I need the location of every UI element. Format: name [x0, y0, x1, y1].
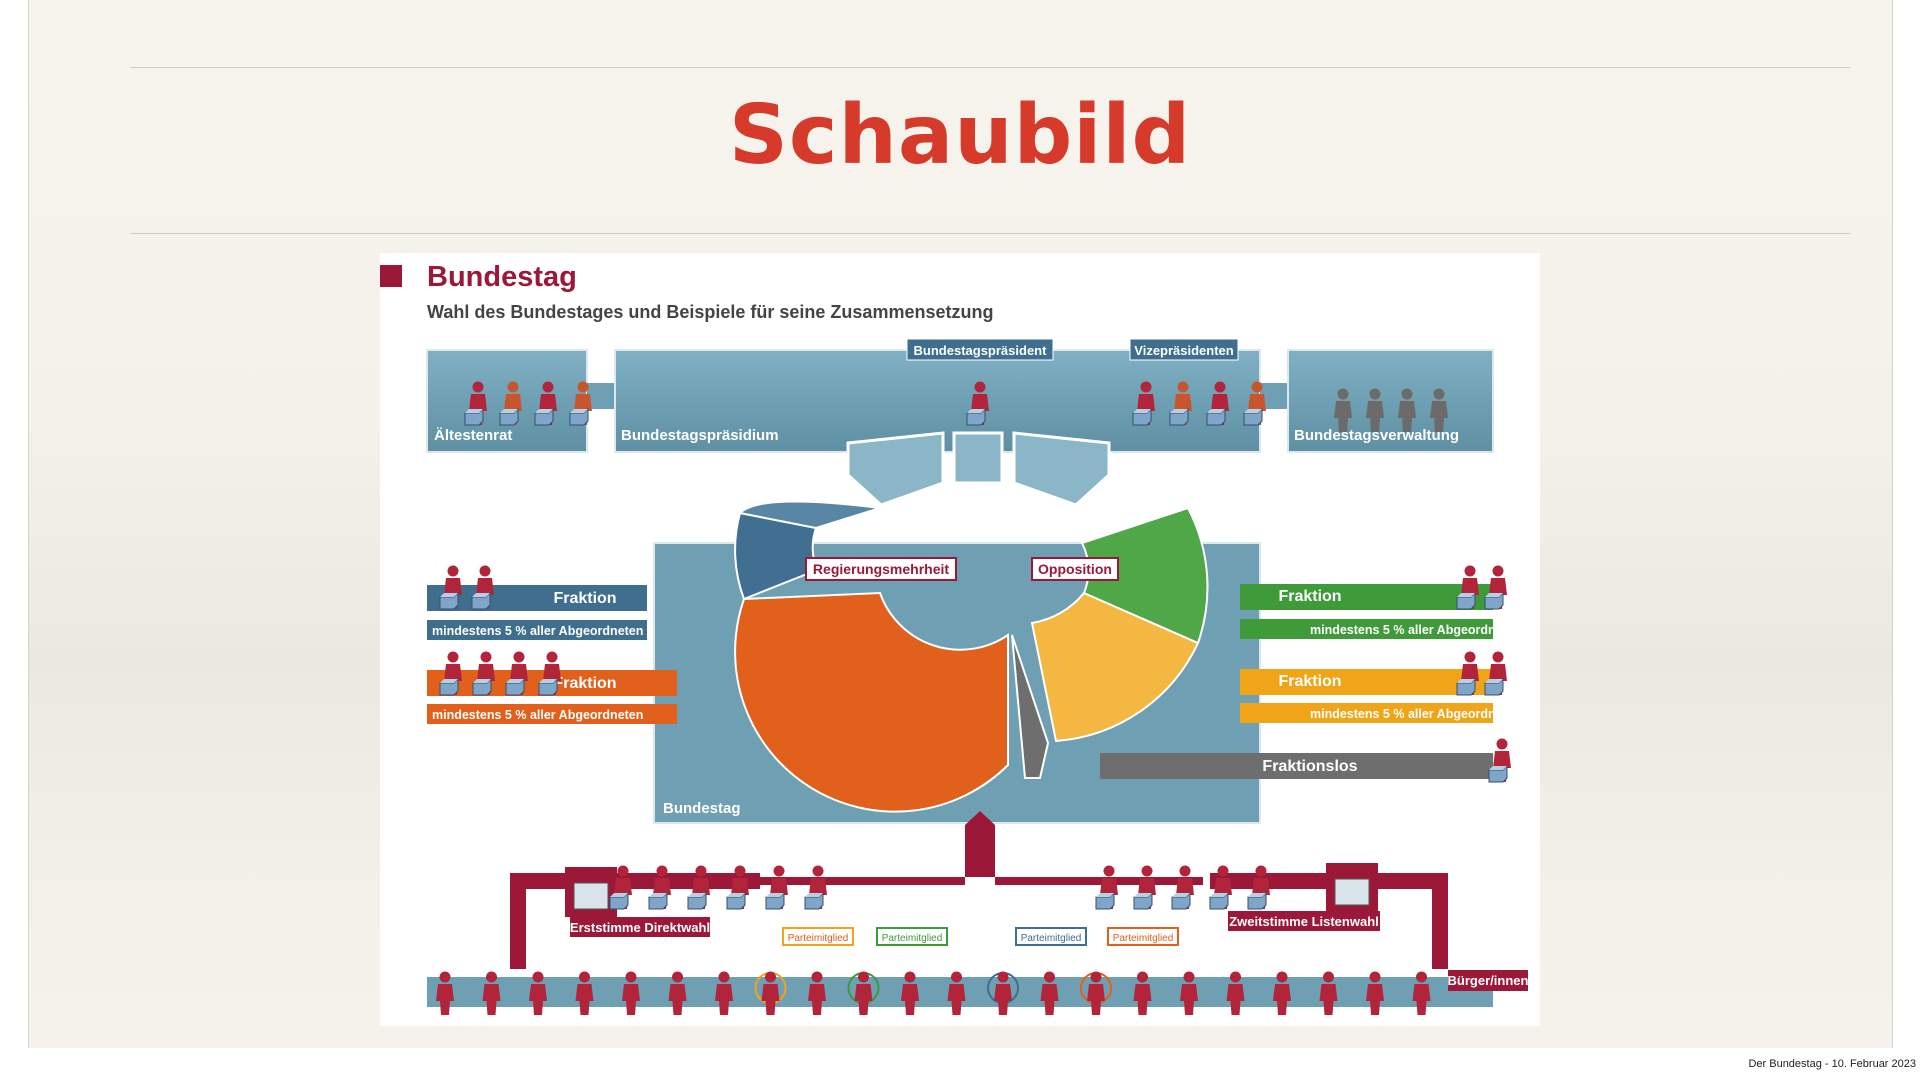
parteimitglied-tag-3	[1015, 927, 1087, 946]
praesident-tag-label: Bundestagspräsident	[914, 343, 1048, 358]
green-faction-bar	[1240, 584, 1493, 610]
parteimitglied-label-4: Parteimitglied	[1113, 933, 1174, 944]
top-rule	[130, 67, 1850, 68]
parteimitglied-label-1: Parteimitglied	[788, 933, 849, 944]
bundestag-diagram: Bundestag Wahl des Bundestages und Beisp…	[380, 253, 1540, 1026]
orange-min-label: mindestens 5 % aller Abgeordneten	[432, 708, 643, 722]
ballot-box-erststimme	[565, 867, 617, 917]
fraktionslos-label: Fraktionslos	[1262, 758, 1357, 775]
blue-min-bar	[427, 620, 647, 640]
erststimme-tag	[570, 917, 710, 937]
buerger-label: Bürger/innen	[1448, 973, 1529, 988]
connector-left	[587, 383, 615, 409]
seats-orange	[734, 591, 1009, 813]
verwaltung-label: Bundestagsverwaltung	[1294, 427, 1459, 444]
praesidium-label: Bundestagspräsidium	[621, 427, 779, 444]
orange-faction-label: Fraktion	[553, 675, 616, 692]
vize-tag	[1129, 338, 1239, 361]
parteimitglied-tag-1	[782, 927, 854, 946]
green-min-label: mindestens 5 % aller Abgeordneten	[1310, 623, 1521, 637]
parliament-seats	[734, 500, 1209, 813]
ballot-box-zweitstimme	[1326, 863, 1378, 913]
seats-yellow	[1030, 591, 1200, 743]
erststimme-label: Erststimme Direktwahl	[570, 920, 710, 935]
green-min-bar	[1240, 619, 1493, 639]
yellow-faction-label: Fraktion	[1278, 673, 1341, 690]
government-bench	[846, 431, 1111, 507]
green-faction-label: Fraktion	[1278, 588, 1341, 605]
blue-faction-bar	[427, 585, 647, 611]
bottom-rule	[130, 233, 1850, 234]
opposition-tag	[1031, 557, 1119, 581]
slide-footer: Der Bundestag - 10. Februar 2023	[1748, 1058, 1916, 1070]
zweitstimme-label: Zweitstimme Listenwahl	[1229, 914, 1379, 929]
parteimitglied-tag-2	[876, 927, 948, 946]
slide-title: Schaubild	[728, 88, 1192, 183]
buerger-tag	[1448, 970, 1528, 991]
blue-min-label: mindestens 5 % aller Abgeordneten	[432, 624, 643, 638]
blue-faction-label: Fraktion	[553, 590, 616, 607]
title-marker	[380, 265, 402, 287]
seats-blue-top	[737, 500, 881, 530]
verwaltung-box	[1287, 349, 1494, 453]
zweitstimme-tag	[1228, 911, 1380, 931]
praesident-tag	[906, 338, 1054, 361]
vize-tag-label: Vizepräsidenten	[1134, 343, 1234, 358]
yellow-faction-bar	[1240, 669, 1493, 695]
regierung-tag	[805, 557, 957, 581]
seats-grey	[1011, 634, 1050, 779]
diagram-title: Bundestag	[427, 261, 577, 293]
fraktionslos-bar	[1100, 753, 1493, 779]
parteimitglied-tag-4	[1107, 927, 1179, 946]
yellow-min-bar	[1240, 703, 1493, 723]
election-arrows	[510, 811, 1448, 969]
regierung-tag-label: Regierungsmehrheit	[813, 561, 949, 577]
aeltestenrat-label: Ältestenrat	[434, 427, 512, 444]
opposition-tag-label: Opposition	[1038, 561, 1112, 577]
orange-min-bar	[427, 704, 677, 724]
yellow-min-label: mindestens 5 % aller Abgeordneten	[1310, 707, 1521, 721]
citizens	[436, 971, 1431, 1015]
parteimitglied-label-2: Parteimitglied	[882, 933, 943, 944]
parteimitglied-label-3: Parteimitglied	[1021, 933, 1082, 944]
bundestag-label: Bundestag	[663, 800, 741, 817]
diagram-subtitle: Wahl des Bundestages und Beispiele für s…	[427, 302, 994, 322]
